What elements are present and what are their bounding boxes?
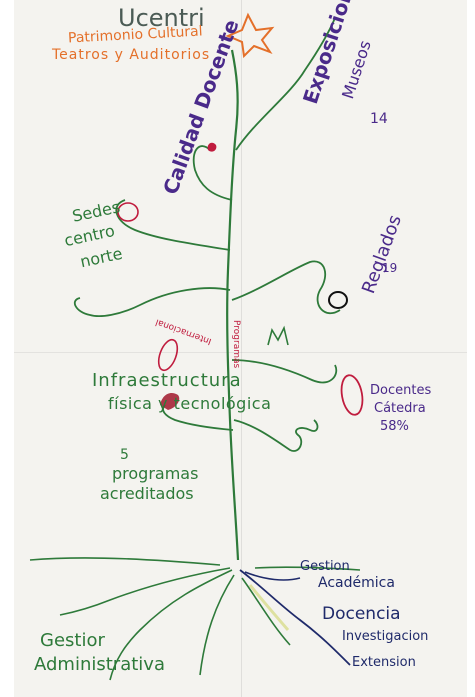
label-gestion-academica-2: Académica — [318, 576, 395, 590]
root-left-3 — [60, 568, 230, 615]
label-gestion-admin-2: Administrativa — [34, 656, 165, 674]
branch-curls-right — [234, 420, 317, 451]
label-investigacion: Investigacion — [342, 630, 428, 643]
branch-calidad — [194, 146, 232, 200]
label-programas-doc: Programas — [231, 320, 240, 368]
ground-line-left — [30, 558, 220, 565]
bud-infra — [155, 337, 181, 373]
label-docencia: Docencia — [322, 606, 401, 623]
label-infraestructura: Infraestructura — [92, 372, 242, 390]
label-gestion-academica-1: Gestion — [300, 560, 350, 573]
main-stem — [227, 50, 238, 560]
label-porcentaje: 58% — [380, 420, 409, 433]
branch-reglados — [232, 261, 340, 313]
root-highlight — [250, 585, 288, 630]
bud-docentes — [339, 374, 366, 417]
label-gestion-admin-1: Gestior — [40, 632, 105, 650]
label-programas: programas — [112, 466, 198, 482]
bud-reglados — [329, 292, 347, 308]
root-left-2 — [200, 575, 234, 675]
bud-calidad — [208, 143, 217, 152]
branch-docentes — [232, 360, 336, 382]
label-catedra: Cátedra — [374, 402, 426, 415]
root-right-3 — [242, 578, 290, 645]
branch-curl-left — [75, 288, 230, 316]
label-diecinueve: 19 — [382, 262, 397, 274]
label-docentes: Docentes — [370, 384, 431, 397]
label-catorce: 14 — [370, 112, 388, 126]
label-acreditados: acreditados — [100, 486, 194, 502]
root-right-2 — [245, 572, 300, 580]
label-cinco: 5 — [120, 448, 129, 462]
bud-crown — [268, 328, 288, 345]
label-teatros: Teatros y Auditorios — [52, 48, 210, 62]
branch-sedes — [116, 200, 230, 250]
label-fisica: física y tecnológica — [108, 396, 271, 412]
label-extension: Extension — [352, 656, 416, 669]
